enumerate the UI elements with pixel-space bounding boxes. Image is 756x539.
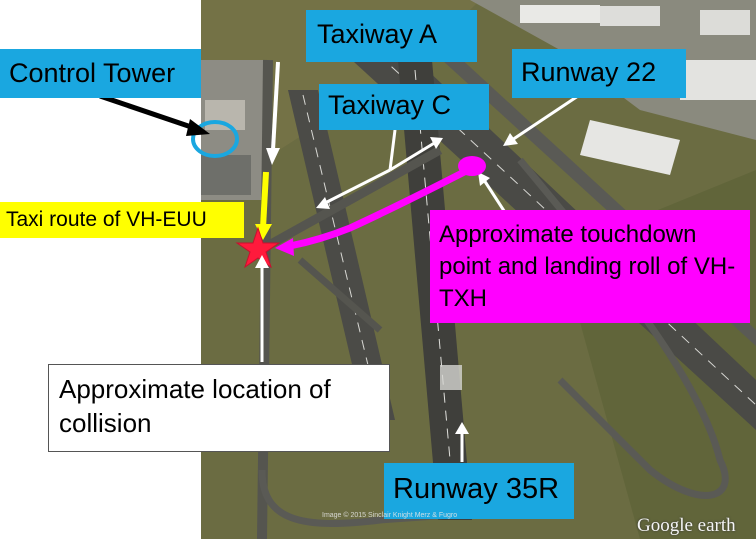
touchdown-label: Approximate touchdown point and landing … xyxy=(430,210,750,323)
taxi-route-label: Taxi route of VH-EUU xyxy=(0,202,244,238)
runway-22-arrowhead xyxy=(503,133,518,146)
imagery-copyright: Image © 2015 Sinclair Knight Merz & Fugr… xyxy=(322,512,458,519)
runway-22-label: Runway 22 xyxy=(512,49,686,98)
control-tower-arrow-line xyxy=(99,93,201,133)
taxiway-c-arrowhead-up xyxy=(430,137,443,149)
taxiway-c-arrowhead-down xyxy=(316,197,330,209)
taxiway-c-line xyxy=(257,146,443,254)
large-hangar xyxy=(580,120,680,175)
warehouse-2 xyxy=(600,6,660,26)
collision-star xyxy=(235,226,281,269)
control-tower-label: Control Tower xyxy=(0,49,201,98)
taxiway-a-arrowhead xyxy=(266,148,280,165)
runway-22-arrow-line xyxy=(511,94,579,142)
control-tower-arrowhead xyxy=(186,119,210,136)
runway-35r-arrowhead xyxy=(455,422,469,434)
collision-label: Approximate location of collision xyxy=(48,364,390,452)
taxiway-a-label: Taxiway A xyxy=(306,10,477,62)
taxi-route-line xyxy=(260,171,269,229)
runway-35r-label: Runway 35R xyxy=(384,463,574,519)
taxiway-c-arrow-stem xyxy=(388,129,397,171)
taxiway-a-line xyxy=(257,59,273,539)
touchdown-arrowhead xyxy=(478,172,490,186)
warehouse-1 xyxy=(520,5,600,23)
south-taxiway-loop xyxy=(258,469,451,527)
taxiway-a-arrow-line xyxy=(271,61,280,151)
taxi-route-arrowhead xyxy=(255,224,272,240)
taxiway-c-arrow-up xyxy=(389,140,437,172)
runway-35l-centerline xyxy=(302,94,381,416)
taxiway-c-arrow-down xyxy=(324,168,391,205)
warehouse-3 xyxy=(680,60,756,100)
car-park xyxy=(201,155,251,195)
control-tower-circle xyxy=(191,120,239,158)
landing-roll-path xyxy=(289,164,474,250)
taxiway-c-label: Taxiway C xyxy=(319,84,489,130)
warehouse-4 xyxy=(700,10,750,35)
connector-taxiway xyxy=(297,257,383,333)
google-earth-watermark: Google earth xyxy=(637,515,736,536)
landing-roll-arrowhead xyxy=(275,238,294,256)
runway-35r-threshold xyxy=(440,365,462,390)
collision-arrowhead xyxy=(255,255,269,268)
